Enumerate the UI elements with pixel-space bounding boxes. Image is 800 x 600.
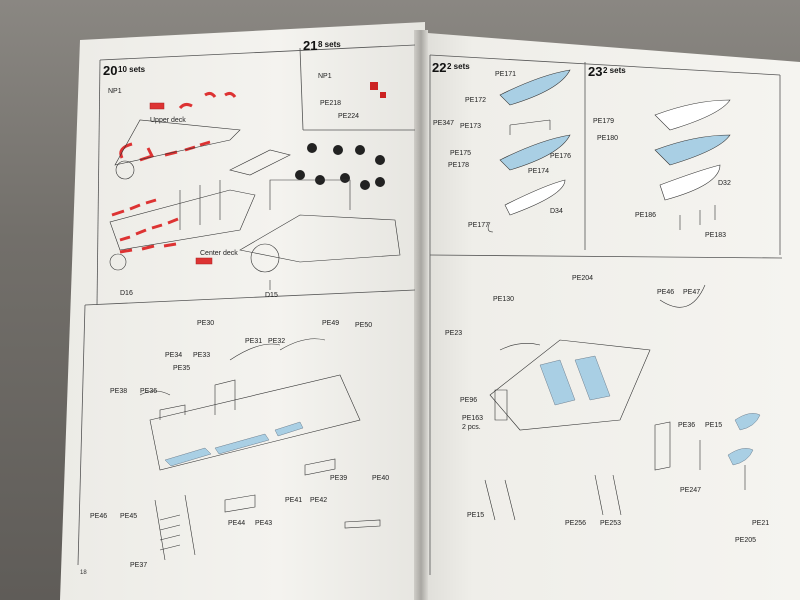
part-label: D15 — [265, 292, 278, 299]
part-label: PE45 — [120, 513, 138, 520]
part-label: Upper deck — [150, 117, 186, 124]
part-label: PE33 — [193, 352, 211, 359]
part-label: PE171 — [495, 71, 517, 78]
part-label: D34 — [550, 208, 563, 215]
part-label: PE31 — [245, 338, 263, 345]
step22-boats — [487, 69, 571, 233]
part-label: PE39 — [330, 475, 348, 482]
part-label: PE204 — [572, 275, 594, 282]
part-label: PE23 — [445, 330, 463, 337]
part-label: PE46 — [657, 289, 675, 296]
part-label: PE174 — [528, 168, 550, 175]
part-label: PE183 — [705, 232, 727, 239]
step21-sets: 8 sets — [318, 40, 341, 49]
part-label: PE224 — [338, 113, 360, 120]
step20-red-deck-parts — [111, 91, 237, 265]
part-label: PE177 — [468, 222, 490, 229]
step23-number: 23 — [588, 64, 603, 79]
part-label: PE247 — [680, 487, 702, 494]
part-label: PE218 — [320, 100, 342, 107]
part-label: PE50 — [355, 322, 373, 329]
book-gutter — [414, 30, 428, 600]
part-label: PE36 — [140, 388, 158, 395]
part-label: PE172 — [465, 97, 487, 104]
step20-left-border — [96, 59, 101, 306]
part-label: PE49 — [322, 320, 340, 327]
right-blue-deck-parts — [539, 355, 761, 466]
left-blue-deck-parts — [164, 421, 304, 467]
page-number-left: 18 — [80, 570, 87, 576]
step20-number: 20 — [103, 63, 118, 78]
part-label: PE38 — [110, 388, 128, 395]
part-label: PE256 — [565, 520, 587, 527]
part-label: PE347 — [433, 120, 455, 127]
step23-boats — [654, 99, 731, 230]
part-label: PE179 — [593, 118, 615, 125]
part-label: PE130 — [493, 296, 515, 303]
part-label: PE15 — [705, 422, 723, 429]
part-label: NP1 — [318, 73, 332, 80]
step23-sets: 2 sets — [603, 66, 626, 75]
step21-divider — [299, 47, 304, 131]
right-instruction-page — [415, 32, 800, 600]
part-label: PE176 — [550, 153, 572, 160]
part-label: PE173 — [460, 123, 482, 130]
part-label: PE34 — [165, 352, 183, 359]
part-label: Center deck — [200, 250, 238, 257]
part-label: PE180 — [597, 135, 619, 142]
part-label: PE30 — [197, 320, 215, 327]
lower-left-border — [77, 304, 86, 566]
part-label: PE21 — [752, 520, 770, 527]
step21-black-parts — [295, 82, 386, 190]
part-label: PE42 — [310, 497, 328, 504]
part-label: NP1 — [108, 88, 122, 95]
step21-superstructure — [229, 149, 401, 290]
part-label: D16 — [120, 290, 133, 297]
part-label: PE41 — [285, 497, 303, 504]
part-label: PE163 — [462, 415, 484, 422]
top-rule-left — [99, 44, 416, 61]
part-label: PE15 — [467, 512, 485, 519]
part-label: PE44 — [228, 520, 246, 527]
step20-sets: 10 sets — [118, 65, 146, 74]
left-instruction-page — [60, 22, 425, 600]
step20-hull-drawing — [109, 119, 256, 271]
part-label: PE40 — [372, 475, 390, 482]
part-label: PE47 — [683, 289, 701, 296]
part-label: PE253 — [600, 520, 622, 527]
right-lower-assembly — [484, 284, 746, 521]
part-label: PE46 — [90, 513, 108, 520]
part-label: PE175 — [450, 150, 472, 157]
section-divider-right — [429, 254, 783, 259]
part-label: PE43 — [255, 520, 273, 527]
part-label: PE35 — [173, 365, 191, 372]
step22-sets: 2 sets — [447, 62, 470, 71]
part-label: PE37 — [130, 562, 148, 569]
section-divider-left — [84, 289, 416, 306]
part-label: PE36 — [678, 422, 696, 429]
part-label: PE186 — [635, 212, 657, 219]
left-lower-assembly — [139, 338, 381, 561]
step22-number: 22 — [432, 60, 447, 75]
part-label: 2 pcs. — [462, 424, 481, 431]
part-label: D32 — [718, 180, 731, 187]
step21-number: 21 — [303, 38, 318, 53]
part-label: PE178 — [448, 162, 470, 169]
part-label: PE205 — [735, 537, 757, 544]
top-rule-right — [429, 54, 781, 76]
part-label: PE96 — [460, 397, 478, 404]
part-label: PE32 — [268, 338, 286, 345]
